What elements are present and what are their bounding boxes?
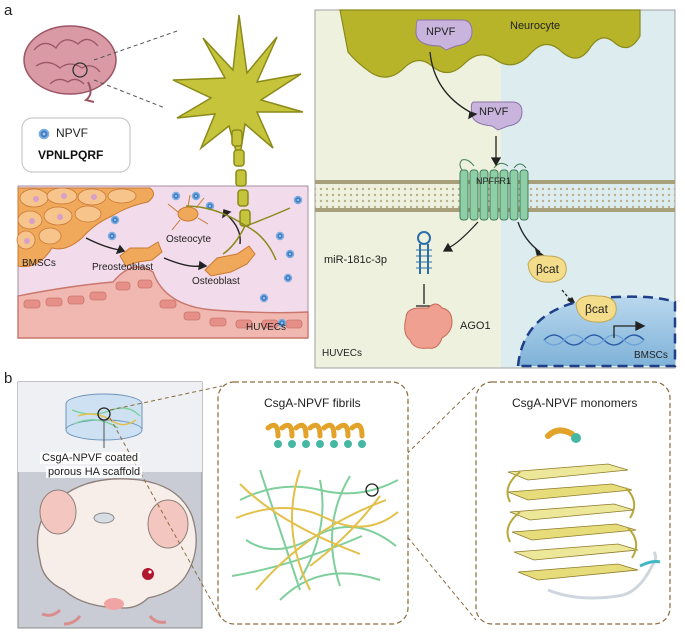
monomers-box [475, 381, 671, 625]
label-mirna: miR-181c-3p [324, 254, 387, 266]
npffr1-receptor [459, 159, 529, 221]
label-bcat-2: βcat [585, 302, 608, 316]
label-neurocyte: Neurocyte [510, 20, 561, 32]
label-ago1: AGO1 [460, 320, 491, 332]
label-scaffold-line2: porous HA scaffold [46, 466, 143, 478]
signaling-panel [314, 9, 677, 369]
bcat-nuclear [575, 295, 617, 323]
npvf-peptide-mid [470, 101, 523, 131]
label-osteoblast: Osteoblast [192, 276, 240, 287]
label-npvf-top: NPVF [426, 26, 456, 38]
dna-helix-icon [543, 334, 645, 346]
panel-a-letter: a [4, 2, 13, 19]
ago1-protein [404, 303, 453, 349]
label-fibrils-title: CsgA-NPVF fibrils [264, 396, 361, 410]
bone-tissue-box [16, 185, 309, 339]
label-scaffold-line1: CsgA-NPVF coated [40, 452, 140, 464]
label-bmscs-left: BMSCs [22, 258, 56, 269]
panel-b-letter: b [4, 370, 13, 387]
fibrils-box [217, 381, 409, 625]
label-huvecs-right: HUVECs [322, 348, 363, 359]
brain-icon [23, 25, 117, 103]
label-preosteoblast: Preosteoblast [92, 262, 154, 273]
osteocyte-cell [167, 194, 209, 231]
label-npffr1: NPFFR1 [476, 176, 512, 186]
label-monomers-title: CsgA-NPVF monomers [512, 396, 638, 410]
mirna-hairpin-icon [416, 231, 432, 274]
label-npvf-mid: NPVF [479, 106, 509, 118]
npvf-dot-icon [38, 128, 50, 140]
legend-box [21, 117, 131, 173]
preosteoblast-cell [119, 241, 163, 267]
beta-helix-structure [506, 463, 661, 600]
monomer-row [265, 422, 366, 448]
osteoblast-cell [204, 245, 256, 277]
legend-npvf-label: NPVF [56, 126, 89, 140]
label-bmscs-right: BMSCs [634, 350, 668, 361]
fibril-network [231, 469, 399, 601]
label-huvecs-left: HUVECs [246, 322, 287, 333]
legend-sequence: VPNLPQRF [38, 148, 104, 162]
label-osteocyte: Osteocyte [166, 234, 212, 245]
monomer-icon [545, 427, 581, 443]
zoom-line-bottom [93, 79, 166, 109]
bcat-cytoplasm [527, 255, 567, 283]
neuron-illustration [172, 14, 304, 261]
mouse-photo-panel [17, 381, 203, 629]
npvf-peptide-top [415, 19, 473, 51]
zoom-line-top [93, 29, 181, 61]
label-bcat-1: βcat [536, 262, 559, 276]
